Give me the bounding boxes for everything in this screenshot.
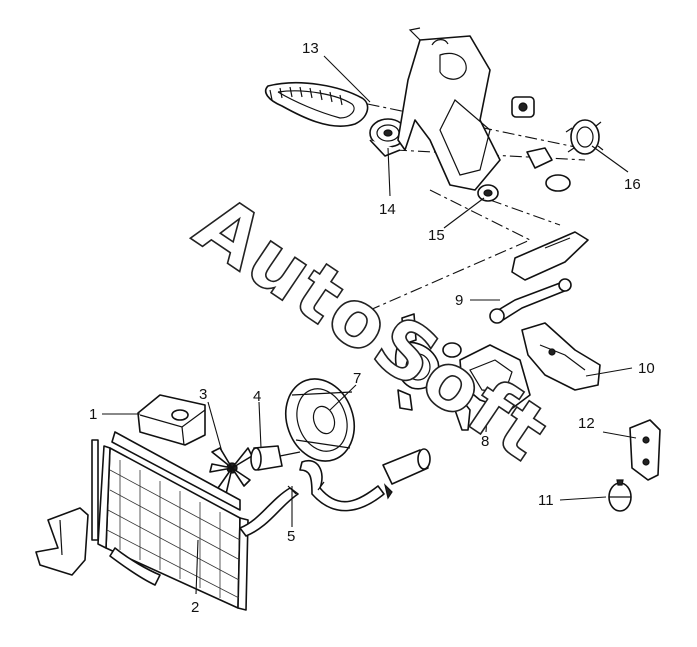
timing-belt (264, 81, 369, 127)
pump-drive-pulley (394, 313, 440, 411)
autosoft-watermark: AutoSoft (179, 179, 564, 479)
callout-2: 2 (191, 599, 199, 616)
radiator-hoses (239, 459, 385, 537)
callout-9: 9 (455, 292, 463, 309)
leader-lines (102, 55, 637, 595)
callout-4: 4 (253, 388, 261, 405)
thermostat-housing (382, 448, 431, 500)
expansion-tank (137, 394, 206, 446)
callout-14: 14 (379, 201, 396, 218)
crankshaft-pulley (285, 378, 355, 462)
water-pump (442, 342, 531, 431)
idler-roller (477, 184, 499, 202)
engine-mount-bracket-upper (511, 231, 589, 281)
callout-15: 15 (428, 227, 445, 244)
timing-belt-cover (397, 27, 501, 191)
callout-5: 5 (287, 528, 295, 545)
torque-damper-rod (489, 278, 572, 324)
callout-10: 10 (638, 360, 655, 377)
mounting-bracket (521, 322, 601, 391)
rubber-mount (608, 479, 632, 512)
callout-7: 7 (353, 370, 361, 387)
callout-3: 3 (199, 386, 207, 403)
fan-motor (250, 445, 301, 471)
radiator-mount-bracket (35, 507, 89, 576)
radiator (91, 431, 249, 611)
callout-13: 13 (302, 40, 319, 57)
callout-1: 1 (89, 406, 97, 423)
callout-8: 8 (481, 433, 489, 450)
callout-16: 16 (624, 176, 641, 193)
mounting-plate (629, 419, 661, 481)
camshaft-sprocket (511, 96, 604, 192)
callout-labels: 1 2 3 4 5 7 8 9 10 11 12 13 14 15 16 (89, 40, 655, 616)
callout-12: 12 (578, 415, 595, 432)
callout-11: 11 (538, 492, 554, 509)
